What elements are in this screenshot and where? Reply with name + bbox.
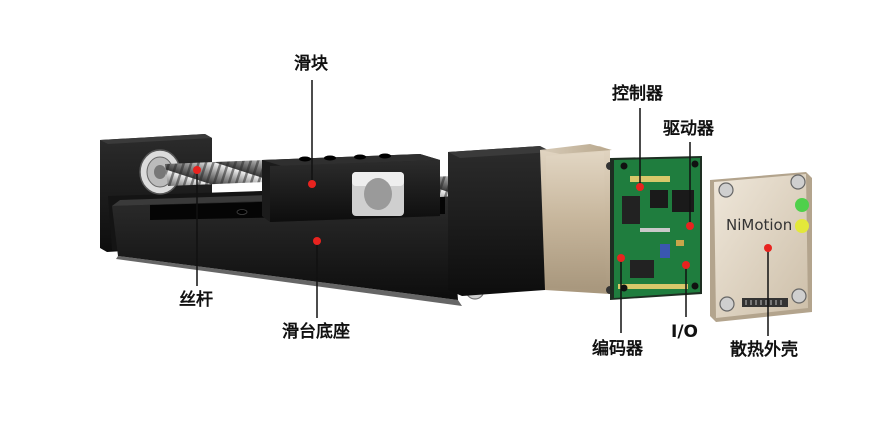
label-encoder: 编码器 [592, 339, 643, 359]
pcb-board [610, 156, 702, 300]
label-io: I/O [671, 322, 698, 342]
label-slide-base: 滑台底座 [282, 322, 350, 342]
heat-sink-shell: NiMotion [710, 172, 812, 322]
label-lead-screw: 丝杆 [179, 290, 213, 310]
marker-slide-base [313, 237, 321, 245]
marker-io [682, 261, 690, 269]
marker-heat-sink-shell [764, 244, 772, 252]
marker-lead-screw [193, 166, 201, 174]
motor [448, 144, 614, 296]
brand-logo: NiMotion [726, 216, 792, 234]
marker-driver [686, 222, 694, 230]
status-led-yellow-icon [795, 219, 809, 233]
slider-block [262, 153, 440, 222]
label-heat-sink-shell: 散热外壳 [730, 340, 798, 360]
marker-encoder [617, 254, 625, 262]
marker-dots [193, 166, 772, 269]
label-controller: 控制器 [612, 84, 663, 104]
status-led-green-icon [795, 198, 809, 212]
label-driver: 驱动器 [663, 119, 714, 139]
label-slider: 滑块 [294, 54, 328, 74]
marker-slider [308, 180, 316, 188]
marker-controller [636, 183, 644, 191]
leader-lines [196, 80, 769, 336]
